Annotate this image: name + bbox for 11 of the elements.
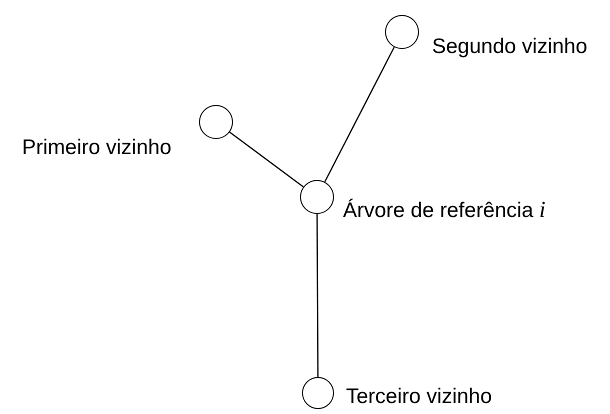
tree-node-circle [302,377,334,409]
node-label: Árvore de referência i [343,198,546,223]
connector-line [316,214,319,377]
connector-line [324,46,395,182]
tree-node-circle [385,15,419,49]
tree-node-circle [300,180,334,214]
node-label: Segundo vizinho [432,35,588,59]
node-label: Terceiro vizinho [346,385,492,409]
tree-node-circle [199,105,233,139]
node-label: Primeiro vizinho [22,136,172,160]
connector-line [229,132,304,188]
